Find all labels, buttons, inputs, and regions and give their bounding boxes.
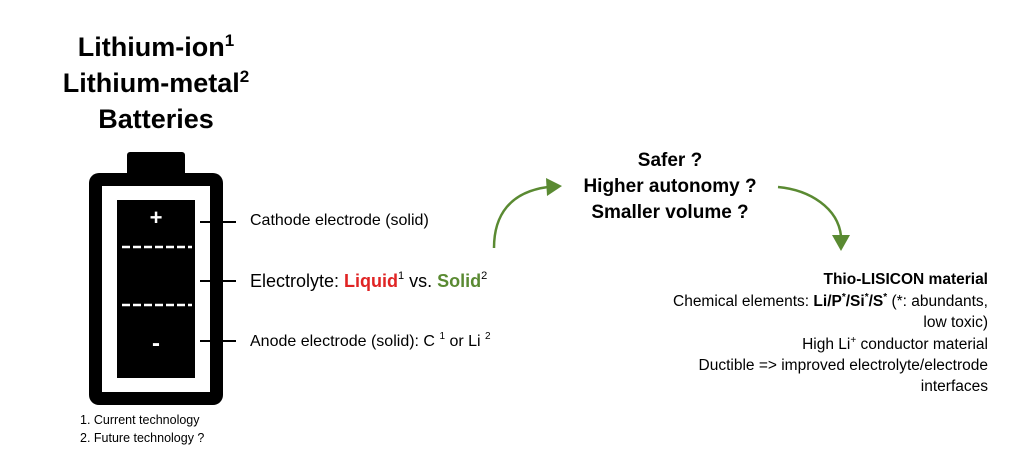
- plus-sign: +: [149, 205, 163, 230]
- cathode-label: Cathode electrode (solid): [250, 212, 429, 229]
- anode-label: Anode electrode (solid): C 1 or Li 2: [250, 331, 491, 350]
- material-ductible-1: Ductible => improved electrolyte/electro…: [698, 356, 988, 374]
- footnote-2: 2. Future technology ?: [80, 431, 205, 445]
- arrow-down-curve: [777, 185, 843, 237]
- arrow-up-head: [546, 178, 562, 196]
- material-ductible-2: interfaces: [920, 377, 988, 395]
- material-title: Thio-LISICON material: [823, 271, 989, 288]
- question-volume: Smaller volume ?: [591, 202, 749, 223]
- electrolyte-liquid: Liquid: [344, 271, 399, 291]
- footnote-1: 1. Current technology: [80, 413, 200, 427]
- material-elements-note: low toxic): [923, 313, 988, 331]
- title-line-2: Lithium-metal2: [62, 67, 250, 98]
- question-autonomy: Higher autonomy ?: [583, 176, 757, 197]
- minus-sign: -: [152, 330, 160, 357]
- battery-terminal: [127, 152, 185, 177]
- material-conductor: High Li+ conductor material: [802, 334, 988, 353]
- material-elements: Chemical elements: Li/P*/Si*/S* (*: abun…: [673, 291, 988, 310]
- question-safer: Safer ?: [637, 150, 703, 171]
- arrow-up-curve: [492, 185, 549, 249]
- material-block: Thio-LISICON material Chemical elements:…: [568, 270, 988, 398]
- electrolyte-solid: Solid: [437, 271, 482, 291]
- electrolyte-label: Electrolyte: Liquid1 vs. Solid2: [250, 270, 488, 291]
- title-line-1: Lithium-ion1: [77, 31, 235, 62]
- arrow-down-head: [832, 235, 850, 251]
- battery-cell: [117, 200, 195, 378]
- title-line-3: Batteries: [98, 104, 214, 134]
